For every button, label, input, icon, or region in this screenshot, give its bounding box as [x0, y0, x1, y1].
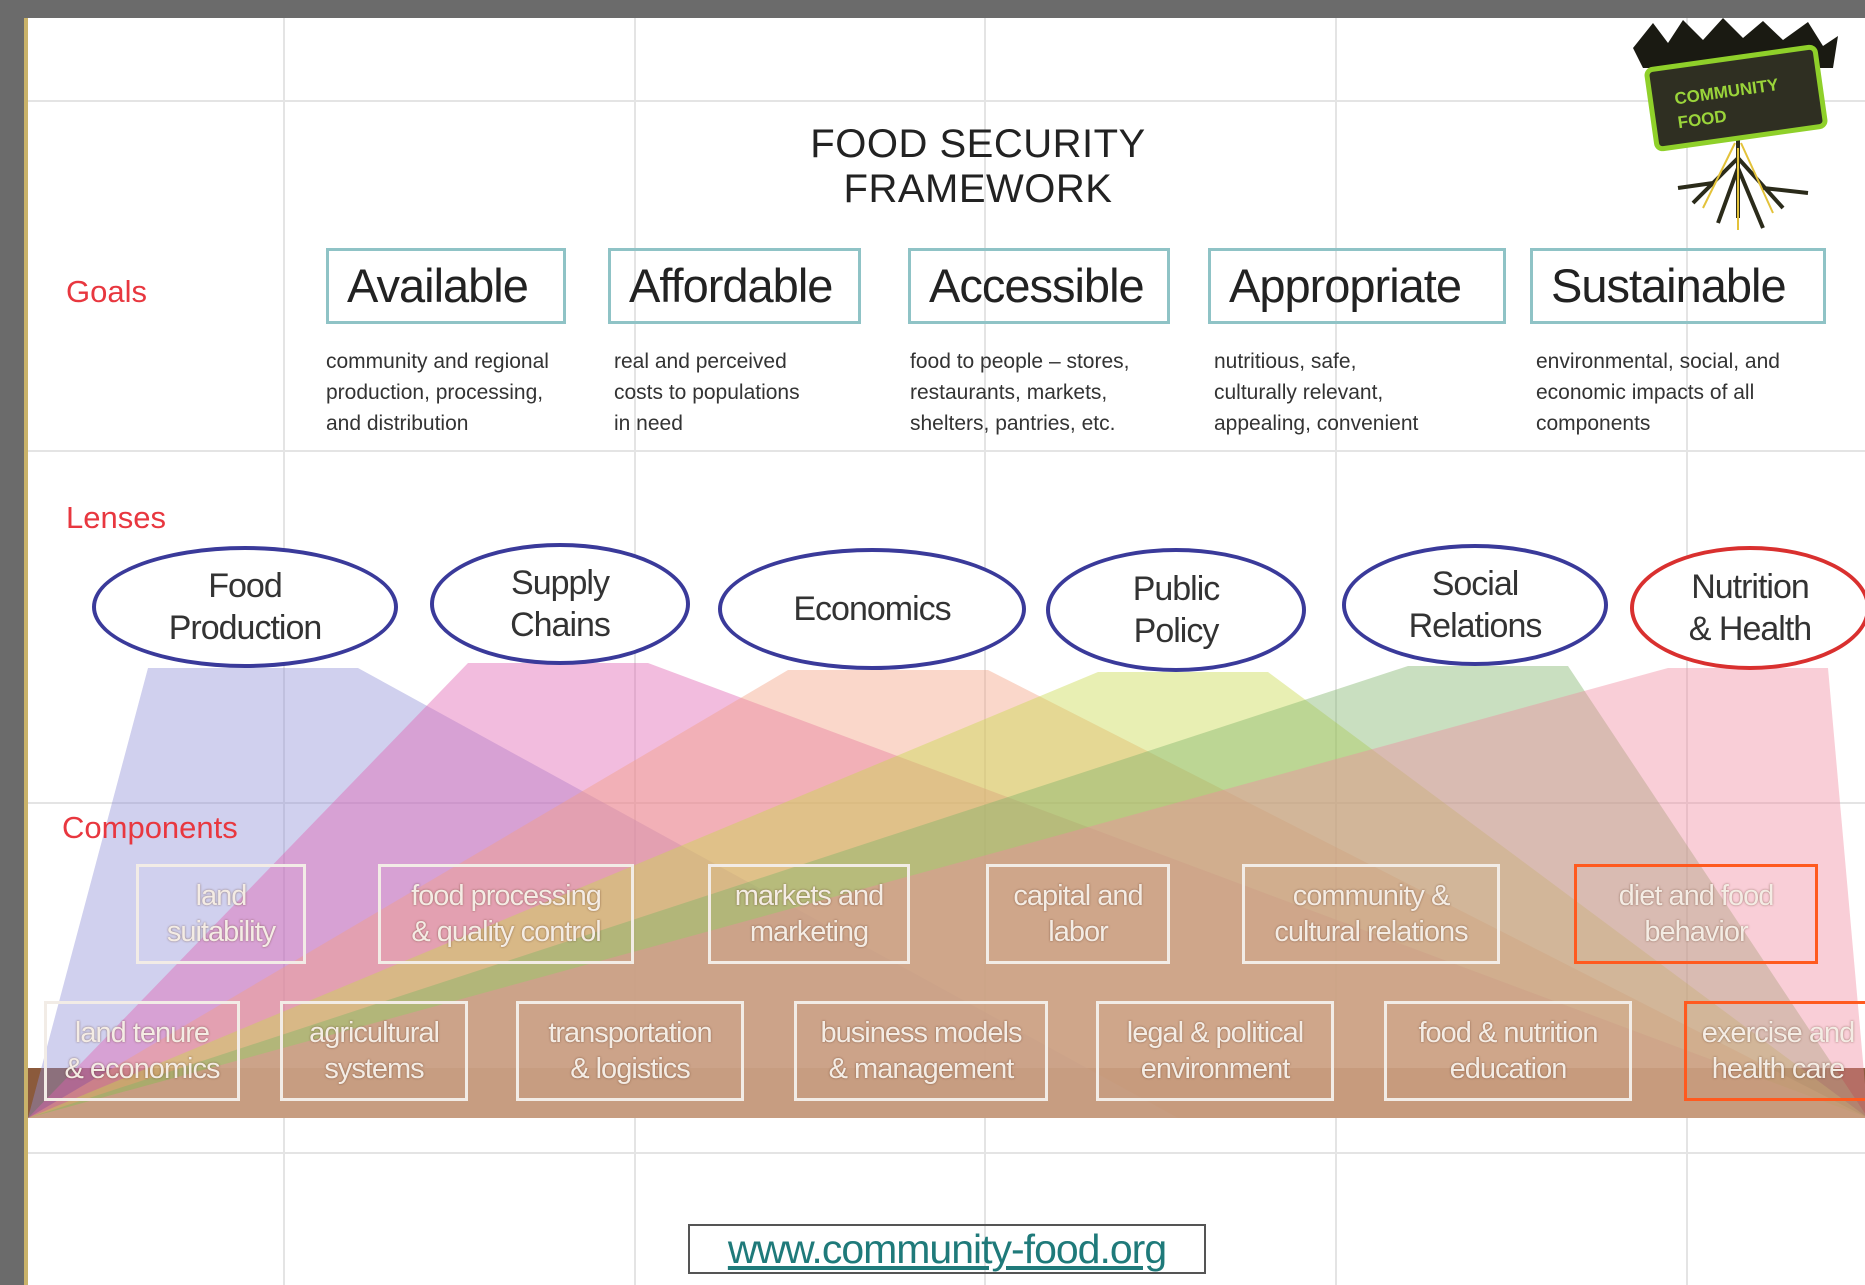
page-title: FOOD SECURITY FRAMEWORK	[810, 122, 1146, 211]
lens-beam	[28, 672, 1865, 1118]
lens-beams	[28, 663, 1865, 1118]
goal-description: nutritious, safe,culturally relevant,app…	[1214, 350, 1419, 435]
components-base-band	[28, 1068, 1865, 1118]
goal-affordable: Affordable	[608, 248, 861, 324]
grid-line	[28, 1152, 1865, 1154]
grid-line	[28, 802, 1865, 804]
lens-beam	[28, 666, 1865, 1118]
goal-description: food to people – stores,restaurants, mar…	[910, 350, 1130, 435]
lens-beam	[28, 670, 1865, 1118]
components-label: Components	[62, 810, 238, 845]
grid-line	[1335, 18, 1337, 1285]
goal-accessible: Accessible	[908, 248, 1170, 324]
lens-beam	[28, 668, 1178, 1118]
lens-beam	[28, 668, 1865, 1118]
component-land-tenure: land tenure& economics	[44, 1001, 240, 1101]
goal-appropriate: Appropriate	[1208, 248, 1506, 324]
lens-nutrition-health: Nutrition& Health	[1630, 546, 1865, 670]
grid-line	[28, 450, 1865, 452]
community-food-logo: COMMUNITY FOOD	[1633, 18, 1838, 230]
goals-label: Goals	[66, 274, 147, 309]
component-business-models: business models& management	[794, 1001, 1048, 1101]
component-food-processing: food processing& quality control	[378, 864, 634, 964]
component-transportation-logistics: transportation& logistics	[516, 1001, 744, 1101]
component-community-cultural: community &cultural relations	[1242, 864, 1500, 964]
lenses-label: Lenses	[66, 500, 166, 535]
grid-line	[984, 18, 986, 1285]
slide: FOOD SECURITY FRAMEWORK COMMUNITY FOOD G…	[24, 18, 1865, 1285]
website-link[interactable]: www.community-food.org	[688, 1224, 1206, 1274]
goal-sustainable: Sustainable	[1530, 248, 1826, 324]
goal-available: Available	[326, 248, 566, 324]
lens-beam	[28, 663, 1865, 1118]
lens-economics: Economics	[718, 548, 1026, 670]
grid-line	[28, 100, 1865, 102]
